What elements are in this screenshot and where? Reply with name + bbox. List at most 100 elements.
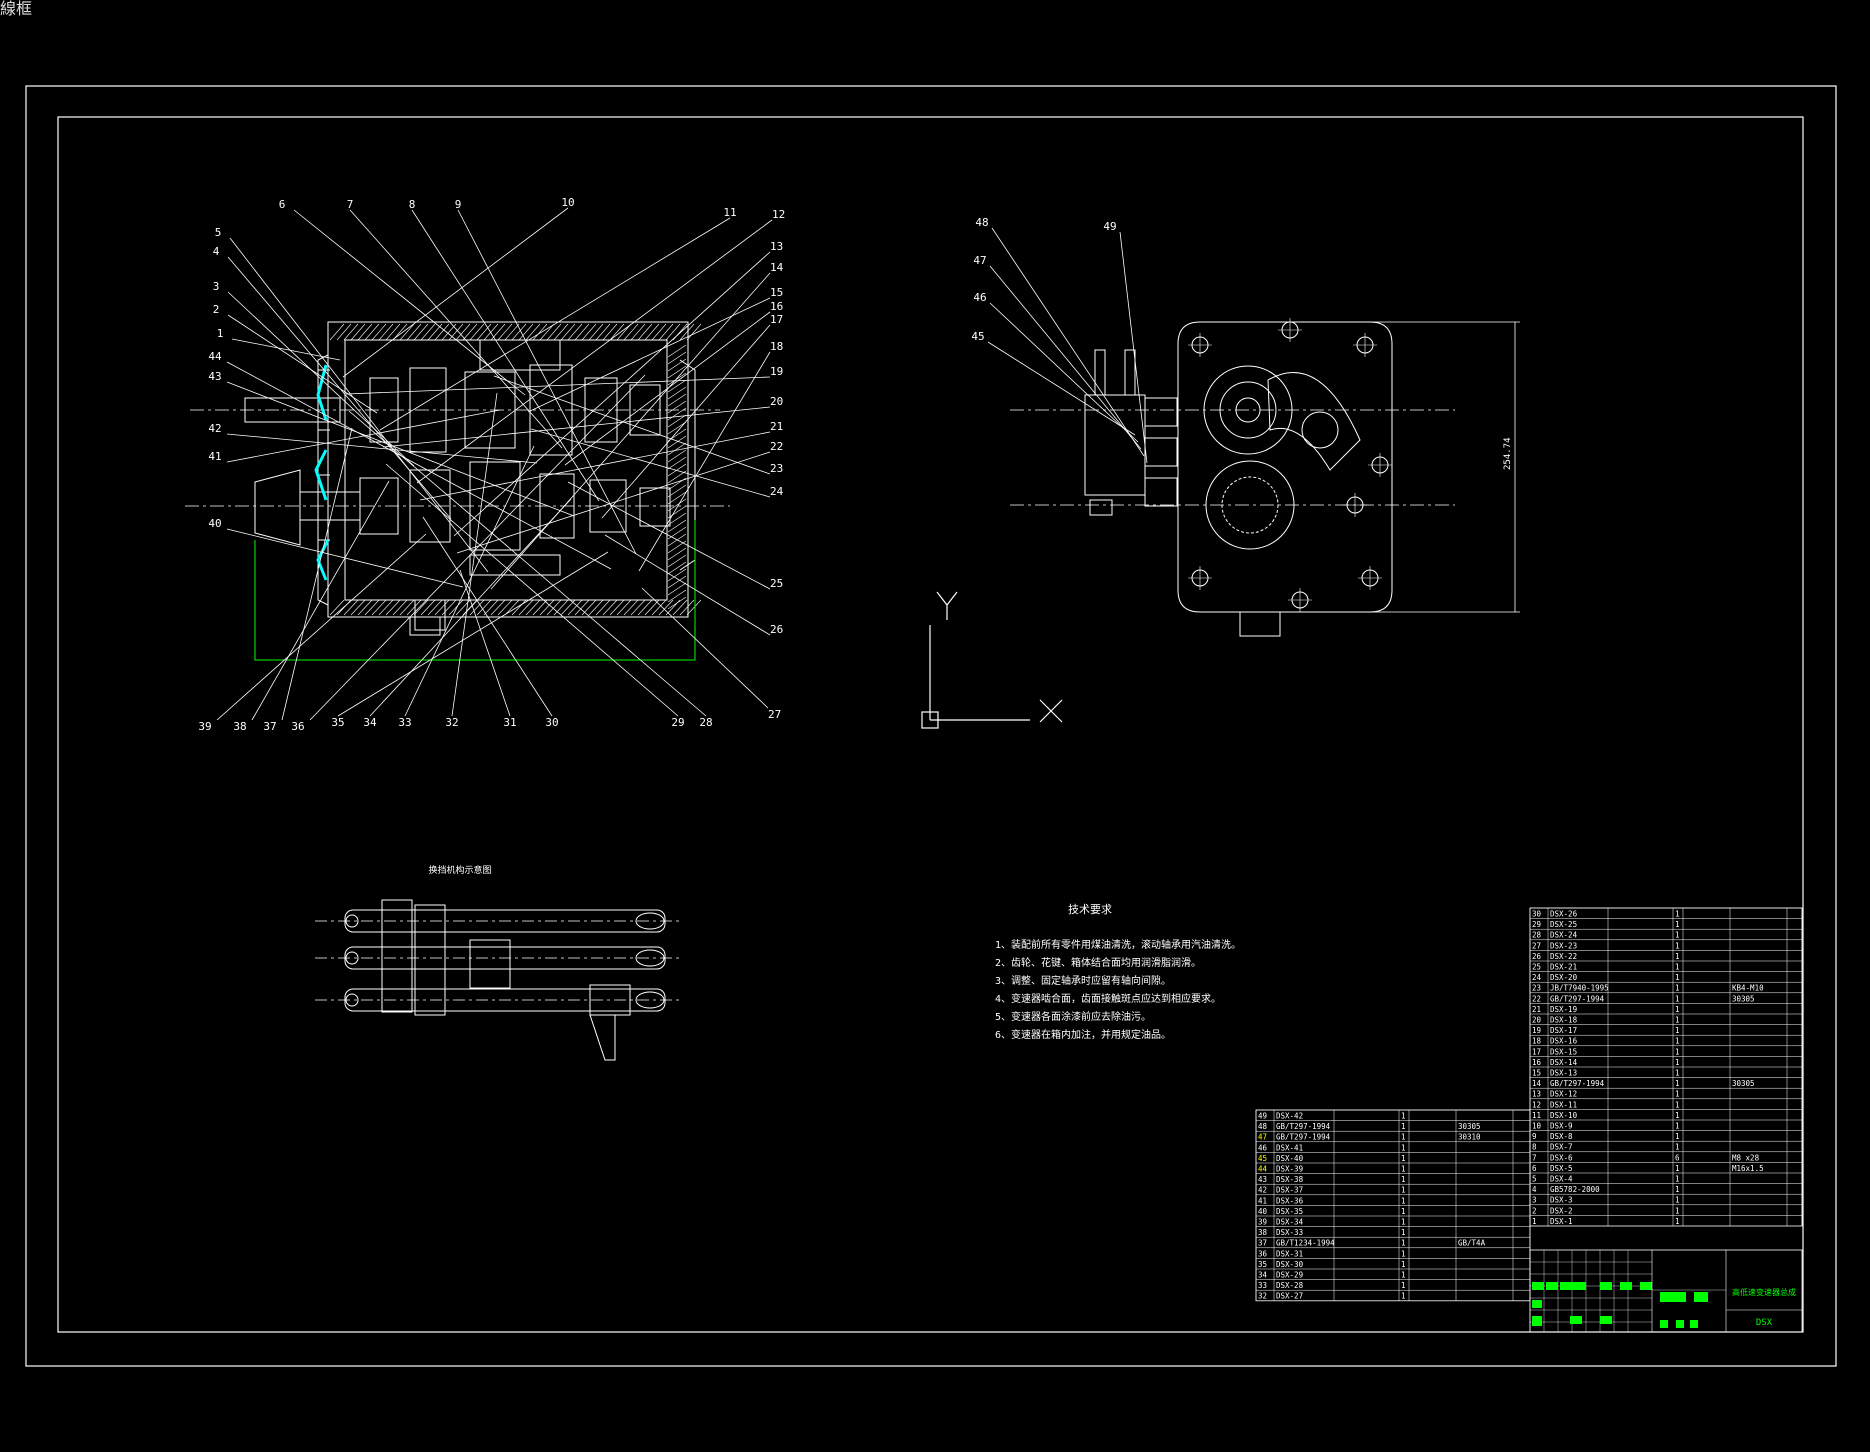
bom-cell: 1 [1401, 1218, 1406, 1227]
bom-cell: DSX-35 [1276, 1207, 1303, 1216]
balloon-1: 1 [217, 327, 224, 340]
bom-cell: 1 [1675, 1175, 1680, 1184]
balloon-47: 47 [973, 254, 986, 267]
balloon-29: 29 [671, 716, 684, 729]
bom-cell: DSX-24 [1550, 931, 1578, 940]
bom-cell: 1 [1675, 1217, 1680, 1226]
bom-cell: 16 [1532, 1058, 1542, 1067]
bom-cell: 17 [1532, 1047, 1541, 1056]
schematic-title: 换挡机构示意图 [428, 864, 491, 876]
bom-cell: DSX-7 [1550, 1143, 1573, 1152]
bom-cell: 6 [1675, 1153, 1680, 1162]
balloon-6: 6 [279, 198, 286, 211]
bom-cell: 1 [1675, 1069, 1680, 1078]
bom-cell: DSX-20 [1550, 973, 1578, 982]
balloon-12: 12 [772, 208, 785, 221]
balloon-4: 4 [213, 245, 220, 258]
bom-cell: DSX-42 [1276, 1112, 1303, 1121]
balloon-34: 34 [363, 716, 377, 729]
bom-cell: 12 [1532, 1100, 1541, 1109]
bom-cell: 41 [1258, 1196, 1267, 1205]
bom-cell: DSX-12 [1550, 1090, 1577, 1099]
balloon-32: 32 [445, 716, 458, 729]
bom-cell: DSX-6 [1550, 1153, 1573, 1162]
bom-cell: DSX-2 [1550, 1206, 1573, 1215]
tech-item: 2、齿轮、花键、箱体结合面均用润滑脂润滑。 [995, 956, 1201, 969]
bom-cell: DSX-21 [1550, 963, 1577, 972]
balloon-25: 25 [770, 577, 783, 590]
bom-cell: 1 [1675, 1016, 1680, 1025]
bom-cell: 1 [1401, 1271, 1406, 1280]
bom-cell: 44 [1258, 1165, 1268, 1174]
outer-frame [25, 85, 1837, 1367]
bom-cell: 1 [1675, 994, 1680, 1003]
bom-cell: 46 [1258, 1143, 1268, 1152]
bom-cell: 30305 [1458, 1122, 1481, 1131]
balloon-9: 9 [455, 198, 462, 211]
bom-cell: 1 [1401, 1207, 1406, 1216]
side-view[interactable] [1010, 318, 1520, 637]
bom-cell: 37 [1258, 1239, 1267, 1248]
tech-requirements-list: 1、装配前所有零件用煤油清洗，滚动轴承用汽油清洗。2、齿轮、花键、箱体结合面均用… [995, 938, 1241, 1041]
bom-cell: GB/T297-1994 [1276, 1133, 1331, 1142]
balloon-28: 28 [699, 716, 712, 729]
balloon-10: 10 [561, 196, 574, 209]
bom-cell: 6 [1532, 1164, 1537, 1173]
bom-cell: 30 [1532, 910, 1542, 919]
balloon-35: 35 [331, 716, 344, 729]
bom-cell: 1 [1401, 1196, 1406, 1205]
bom-cell: DSX-28 [1276, 1281, 1304, 1290]
side-dimension: 254.74 [1503, 437, 1513, 470]
bom-cell: 1 [1401, 1281, 1406, 1290]
bom-cell: DSX-31 [1276, 1249, 1303, 1258]
bom-cell: DSX-22 [1550, 952, 1577, 961]
bom-cell: 25 [1532, 963, 1541, 972]
bom-cell: DSX-3 [1550, 1196, 1573, 1205]
bom-cell: DSX-11 [1550, 1100, 1577, 1109]
bom-cell: GB/T297-1994 [1276, 1122, 1331, 1131]
bom-cell: DSX-38 [1276, 1175, 1304, 1184]
bom-cell: 1 [1401, 1133, 1406, 1142]
bom-cell: 1 [1675, 1090, 1680, 1099]
bom-cell: DSX-14 [1550, 1058, 1578, 1067]
bom-cell: 48 [1258, 1122, 1268, 1131]
bom-cell: KB4-M10 [1732, 984, 1764, 993]
bom-cell: 13 [1532, 1090, 1541, 1099]
bom-cell: 1 [1675, 1185, 1680, 1194]
bom-cell: DSX-23 [1550, 941, 1577, 950]
shift-schematic[interactable] [315, 899, 680, 1061]
bom-cell: 39 [1258, 1218, 1267, 1227]
ucs-icon [921, 591, 1063, 729]
bom-cell: 1 [1675, 963, 1680, 972]
bom-cell: 26 [1532, 952, 1542, 961]
bom-cell: 1 [1675, 1005, 1680, 1014]
bom-cell: DSX-4 [1550, 1175, 1573, 1184]
bom-cell: 1 [1675, 910, 1680, 919]
balloon-14: 14 [770, 261, 784, 274]
bom-cell: 1 [1401, 1228, 1406, 1237]
bom-cell: 1 [1532, 1217, 1537, 1226]
bom-cell: DSX-34 [1276, 1218, 1304, 1227]
bom-cell: 1 [1401, 1239, 1406, 1248]
balloon-24: 24 [770, 485, 784, 498]
bom-cell: 1 [1675, 1058, 1680, 1067]
balloon-19: 19 [770, 365, 783, 378]
bom-cell: GB5782-2000 [1550, 1185, 1600, 1194]
tech-item: 3、调整、固定轴承时应留有轴向间隙。 [995, 974, 1171, 987]
bom-cell: 1 [1675, 1164, 1680, 1173]
bom-cell: 1 [1675, 1100, 1680, 1109]
balloon-38: 38 [233, 720, 246, 733]
balloon-20: 20 [770, 395, 783, 408]
bom-cell: 15 [1532, 1069, 1541, 1078]
balloon-27: 27 [768, 708, 781, 721]
bom-cell: DSX-30 [1276, 1260, 1304, 1269]
bom-cell: 47 [1258, 1133, 1267, 1142]
bom-cell: 1 [1401, 1186, 1406, 1195]
bom-cell: 1 [1675, 952, 1680, 961]
bom-cell: 1 [1675, 931, 1680, 940]
